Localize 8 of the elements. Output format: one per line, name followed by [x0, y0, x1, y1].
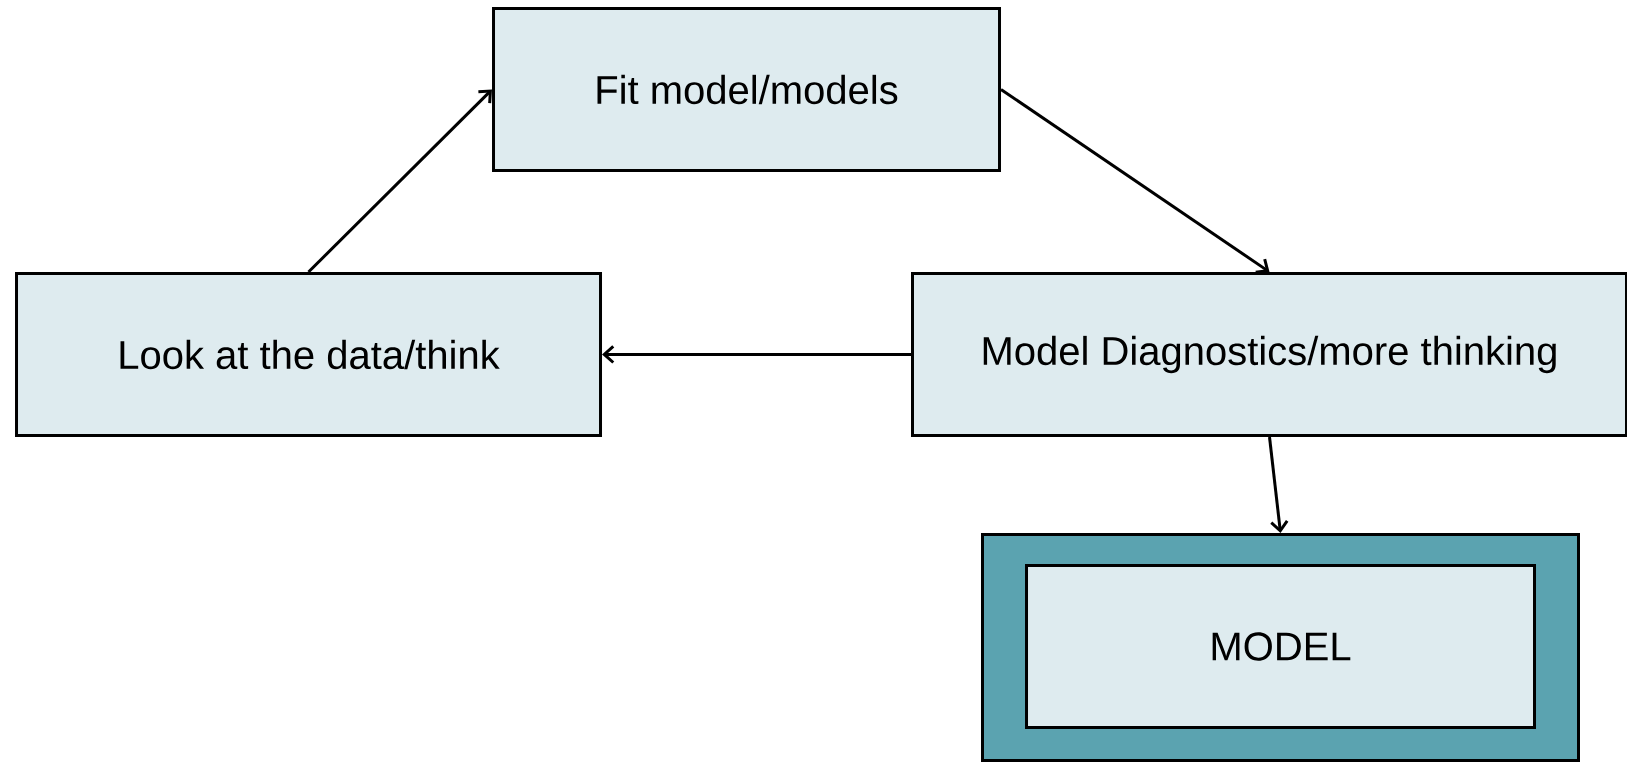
process-box: Look at the data/think	[15, 272, 602, 437]
process-box: Model Diagnostics/more thinking	[911, 272, 1627, 437]
result-box: MODEL	[1025, 564, 1536, 729]
process-box: Fit model/models	[492, 7, 1001, 172]
arrow	[307, 89, 492, 274]
arrow	[1268, 436, 1289, 533]
arrow	[1000, 88, 1270, 274]
arrow	[602, 345, 911, 364]
